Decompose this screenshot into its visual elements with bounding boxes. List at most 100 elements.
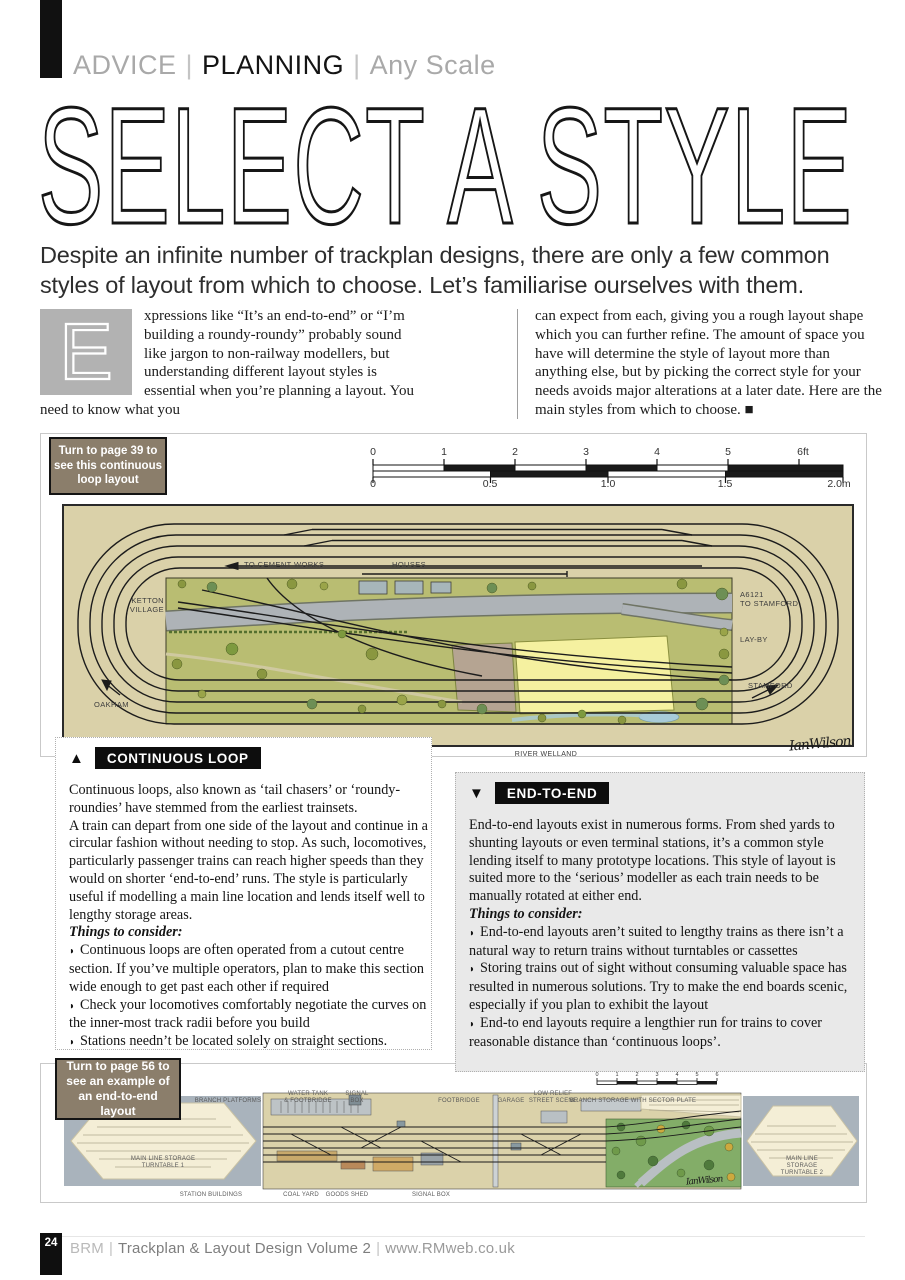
section-continuous-loop: ▲ CONTINUOUS LOOP Continuous loops, also… — [55, 737, 432, 1050]
label-oakham: OAKHAM — [94, 700, 129, 709]
section-end-to-end: ▼ END-TO-END End-to-end layouts exist in… — [455, 772, 865, 1072]
kicker-separator: | — [185, 50, 194, 80]
label-signal-box-2: SIGNAL BOX — [411, 1192, 451, 1198]
footpath — [165, 652, 463, 704]
label-layby: LAY-BY — [740, 635, 768, 644]
label-turntable-1: MAIN LINE STORAGE TURNTABLE 1 — [130, 1156, 196, 1169]
ruler-ft-label: 5 — [725, 446, 731, 458]
label-cement-works: TO CEMENT WORKS — [244, 560, 325, 569]
bullet-icon: ◗ — [469, 927, 476, 939]
kicker-scale: Any Scale — [369, 50, 496, 80]
bullet-text: End-to end layouts require a lengthier r… — [469, 1014, 823, 1050]
footer-brand: BRM — [70, 1240, 104, 1257]
yellow-field — [514, 635, 675, 715]
bullet-item: ◗End-to end layouts require a lengthier … — [469, 1015, 855, 1052]
trackplan-end-to-end — [41, 1091, 864, 1191]
footer: BRM|Trackplan & Layout Design Volume 2|w… — [70, 1240, 515, 1257]
footer-url: www.RMweb.co.uk — [385, 1240, 515, 1257]
branch-platforms — [270, 1098, 372, 1116]
metre-bar — [372, 470, 844, 478]
storage-panel-right — [743, 1096, 859, 1186]
label-coal-yard: COAL YARD — [283, 1192, 319, 1198]
intro-column-2: can expect from each, giving you a rough… — [535, 308, 882, 418]
mini-ruler-label: 4 — [675, 1072, 679, 1078]
coal-yard — [372, 1156, 414, 1172]
figure-end-to-end: Turn to page 56 to see an example of an … — [40, 1058, 867, 1203]
bullet-text: Continuous loops are often operated from… — [69, 942, 424, 995]
section-body: Continuous loops, also known as ‘tail ch… — [69, 782, 429, 1052]
bullet-text: Stations needn’t be located solely on st… — [80, 1033, 388, 1050]
ruler-ft-label: 4 — [654, 446, 660, 458]
garage — [540, 1110, 568, 1124]
trackplan-graphic — [62, 504, 854, 747]
label-signal-box: SIGNAL BOX — [345, 1091, 369, 1104]
stamford-arrow — [765, 684, 780, 695]
ruler-m-label: 2.0m — [827, 478, 851, 490]
brown-field — [451, 642, 517, 713]
bullet-icon: ◗ — [469, 964, 476, 976]
station-buildings — [276, 1150, 338, 1162]
bullet-item: ◗Continuous loops are often operated fro… — [69, 942, 429, 996]
scenic-area — [165, 577, 733, 725]
road — [165, 594, 733, 630]
mini-scale-ruler: 0 1 2 3 4 5 6 — [593, 1072, 723, 1090]
dropcap: E — [40, 307, 132, 396]
things-to-consider-label: Things to consider: — [69, 924, 183, 941]
label-station-buildings: STATION BUILDINGS — [179, 1192, 243, 1198]
cement-works-arrow — [224, 561, 239, 571]
bullet-item: ◗Check your locomotives comfortably nego… — [69, 997, 429, 1034]
mini-ruler-label: 5 — [695, 1072, 699, 1078]
ruler-m-label: 1.0 — [600, 478, 616, 490]
ruler-m-label: 1.5 — [717, 478, 733, 490]
ruler-ft-label: 0 — [370, 446, 376, 458]
mini-ruler-label: 0 — [595, 1072, 599, 1078]
bullet-text: Storing trains out of sight without cons… — [469, 960, 848, 1013]
label-branch-storage: BRANCH STORAGE WITH SECTOR PLATE — [569, 1098, 697, 1104]
label-branch-platforms: BRANCH PLATFORMS — [194, 1098, 262, 1104]
column-divider — [517, 309, 518, 419]
footer-rule — [62, 1236, 865, 1237]
bullet-icon: ◗ — [469, 1018, 476, 1030]
label-garage: GARAGE — [497, 1098, 525, 1104]
up-triangle-icon: ▲ — [69, 749, 84, 767]
things-to-consider-label: Things to consider: — [469, 905, 583, 922]
corner-bar — [40, 0, 62, 78]
oakham-arrow — [101, 679, 112, 692]
footer-separator: | — [108, 1240, 114, 1257]
label-low-relief: LOW RELIEF STREET SCENE — [528, 1091, 578, 1104]
section-heading: ▼ END-TO-END — [469, 782, 610, 804]
feet-bar — [372, 464, 844, 472]
house — [358, 580, 388, 595]
bullet-item: ◗End-to-end layouts aren’t suited to len… — [469, 924, 855, 961]
footer-separator: | — [376, 1240, 381, 1257]
mini-ruler-label: 6 — [715, 1072, 719, 1078]
section-heading: ▲ CONTINUOUS LOOP — [69, 747, 261, 769]
mini-scale-bar — [596, 1078, 718, 1085]
paragraph: Continuous loops, also known as ‘tail ch… — [69, 782, 401, 816]
mini-ruler-label: 3 — [655, 1072, 659, 1078]
trackplan-graphic — [64, 1092, 859, 1190]
standfirst: Despite an infinite number of trackplan … — [40, 242, 830, 299]
label-river-welland: RIVER WELLAND — [514, 751, 578, 758]
ruler-m-label: 0.5 — [482, 478, 498, 490]
ruler-ft-label: 1 — [441, 446, 447, 458]
label-water-tank: WATER TANK & FOOTBRIDGE — [284, 1091, 332, 1104]
direction-arrows — [101, 561, 780, 699]
intro-section: E xpressions like “It’s an end-to-end” o… — [40, 307, 882, 425]
layby-road — [621, 604, 733, 630]
kicker: ADVICE|PLANNING|Any Scale — [73, 50, 496, 81]
page-title: SELECT A STYLE — [37, 82, 868, 251]
mini-ruler-label: 2 — [635, 1072, 639, 1078]
section-body: End-to-end layouts exist in numerous for… — [469, 817, 855, 1051]
label-houses: HOUSES — [392, 560, 427, 569]
label-stamford: STAMFORD — [748, 681, 793, 690]
track-loops — [77, 523, 839, 725]
ruler-ft-label: 6ft — [797, 446, 809, 458]
note-page-39: Turn to page 39 to see this continuous l… — [49, 437, 167, 495]
section-title: CONTINUOUS LOOP — [94, 747, 261, 769]
house — [430, 581, 452, 594]
kicker-planning: PLANNING — [202, 50, 345, 80]
ruler-m-label: 0 — [370, 478, 376, 490]
intro-text-1: xpressions like “It’s an end-to-end” or … — [40, 308, 414, 418]
